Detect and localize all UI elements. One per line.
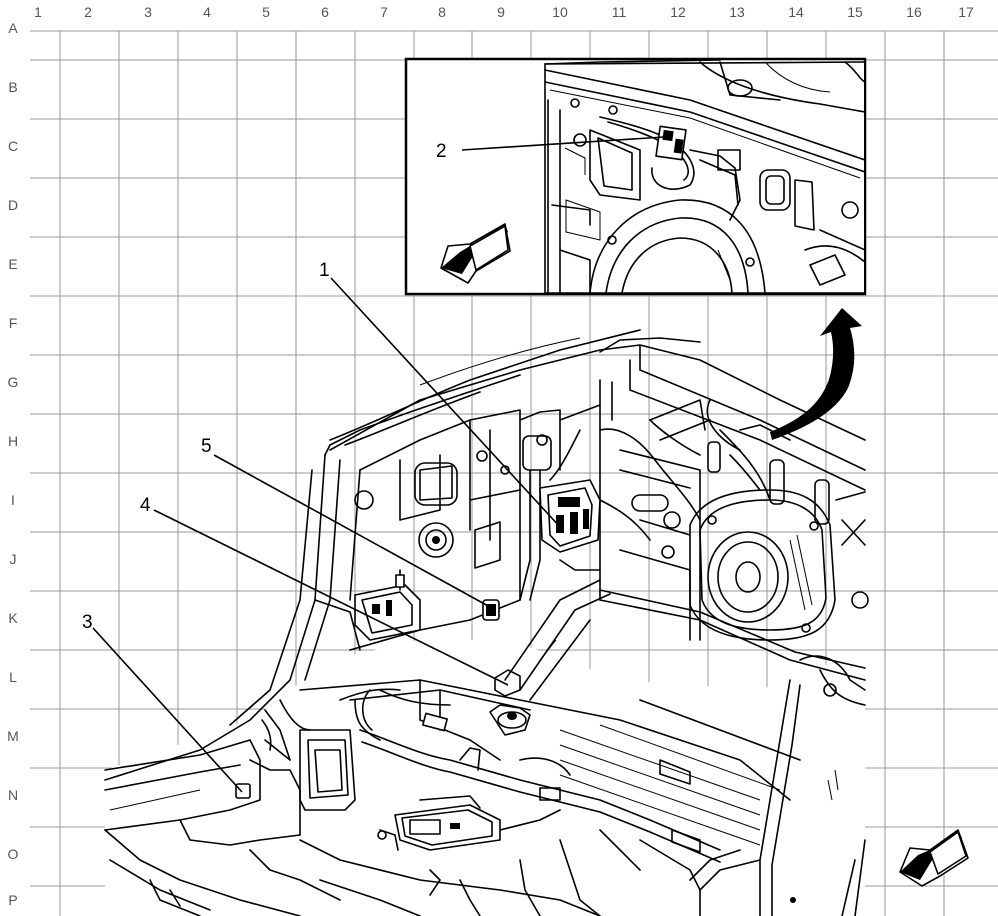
grid-row-label: F: [9, 315, 18, 331]
grid-column-label: 1: [34, 4, 42, 20]
grid-column-label: 10: [552, 4, 568, 20]
grid-column-label: 3: [144, 4, 152, 20]
vehicle-body-drawing: [104, 329, 869, 916]
grid-column-label: 12: [670, 4, 686, 20]
grid-row-label: J: [10, 551, 17, 567]
callout-number-2: 2: [436, 141, 447, 162]
curved-up-arrow-icon: [770, 308, 862, 440]
detail-view-drawing: [544, 60, 864, 293]
grid-column-label: 4: [203, 4, 211, 20]
speaker-icon: [689, 489, 836, 641]
connector-icon: [655, 125, 687, 161]
callout-number-5: 5: [201, 436, 212, 457]
grid-row-label: L: [9, 669, 17, 685]
grid-row-label: K: [8, 610, 18, 626]
grid-row-label: P: [8, 892, 17, 908]
forward-direction-arrow-icon: [899, 829, 969, 887]
leader-line-4: [153, 509, 509, 686]
grid-column-label: 15: [847, 4, 863, 20]
grid-column-label: 7: [380, 4, 388, 20]
grid-row-labels: A B C D E F G H I J K L M N O P: [7, 20, 19, 908]
grid-column-label: 8: [438, 4, 446, 20]
grid-row-label: N: [8, 787, 18, 803]
grid-column-label: 5: [262, 4, 270, 20]
grid-row-label: H: [8, 433, 18, 449]
leader-line-1: [330, 277, 562, 529]
grid-column-label: 14: [788, 4, 804, 20]
grid-row-label: G: [8, 374, 19, 390]
leader-line-3: [92, 627, 243, 793]
grid-row-label: D: [8, 197, 18, 213]
connector-icon: [482, 599, 500, 621]
callout-number-3: 3: [82, 612, 93, 633]
grid-column-label: 2: [84, 4, 92, 20]
forward-direction-arrow-icon: [440, 223, 511, 284]
grid-row-label: A: [8, 20, 18, 36]
callout-number-4: 4: [140, 495, 151, 516]
leader-line-5: [213, 454, 491, 608]
callout-labels: 1 2 3 4 5: [82, 141, 447, 633]
detail-view: [404, 57, 867, 296]
grid-row-label: I: [11, 492, 15, 508]
callout-number-1: 1: [319, 260, 330, 281]
grid-column-label: 13: [729, 4, 745, 20]
grid-row-label: B: [8, 79, 17, 95]
grid-column-label: 17: [958, 4, 974, 20]
callout-leaders: [92, 136, 665, 793]
grid-row-label: M: [7, 728, 19, 744]
grid-column-label: 11: [612, 4, 627, 20]
grid-column-labels: 1 2 3 4 5 6 7 8 9 10 11 12 13 14 15 16 1…: [34, 4, 974, 20]
grid-column-label: 6: [321, 4, 329, 20]
grid-row-label: E: [8, 256, 17, 272]
grid-column-label: 16: [906, 4, 922, 20]
grid-row-label: O: [8, 846, 19, 862]
grid-row-label: C: [8, 138, 18, 154]
grid-column-label: 9: [497, 4, 505, 20]
leader-line-2: [461, 136, 665, 151]
